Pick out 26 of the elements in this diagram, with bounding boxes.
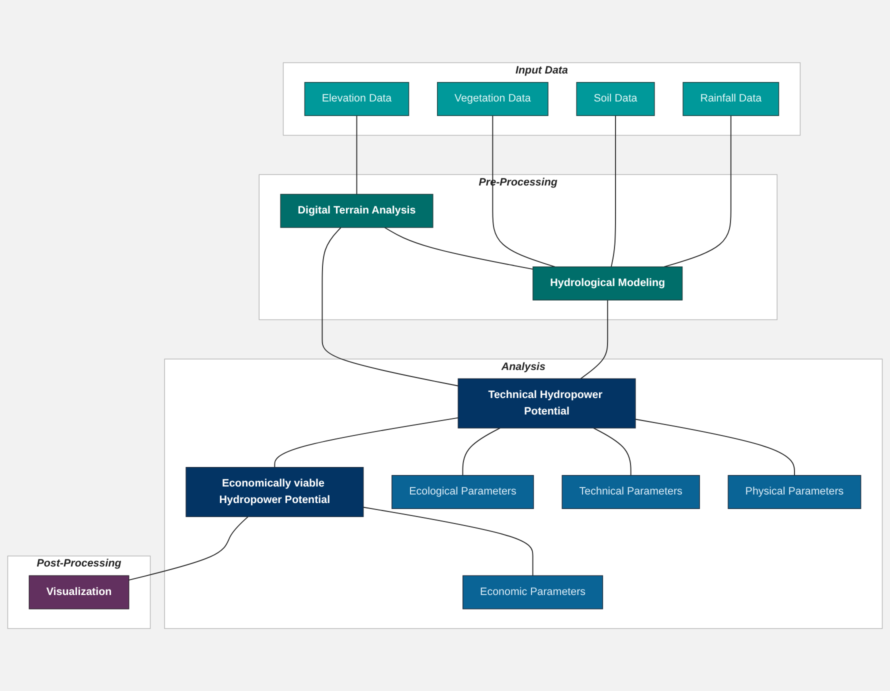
node-box: Technical Hydropower Potential	[458, 378, 636, 428]
connector	[492, 115, 556, 268]
node-box: Economic Parameters	[462, 575, 604, 610]
connector	[384, 226, 534, 270]
connector	[462, 427, 500, 476]
connector	[664, 115, 732, 268]
connector	[128, 516, 248, 580]
connector	[322, 226, 459, 386]
node-box: Hydrological Modeling	[532, 266, 683, 300]
node-box: Technical Parameters	[562, 474, 700, 509]
node-box: Elevation Data	[304, 82, 410, 116]
connector	[634, 418, 795, 476]
node-box: Economically viable Hydropower Potential	[186, 466, 364, 517]
connector	[593, 427, 632, 476]
node-box: Ecological Parameters	[392, 474, 534, 509]
connector	[610, 115, 616, 268]
connector	[274, 417, 459, 468]
node-box: Digital Terrain Analysis	[280, 194, 434, 228]
connector	[580, 299, 608, 380]
node-box: Vegetation Data	[437, 82, 548, 116]
connector	[356, 115, 358, 195]
node-box: Soil Data	[576, 82, 655, 116]
node-box: Physical Parameters	[728, 474, 862, 509]
node-box: Rainfall Data	[682, 82, 780, 116]
node-box: Visualization	[28, 575, 130, 610]
connector	[362, 506, 534, 576]
